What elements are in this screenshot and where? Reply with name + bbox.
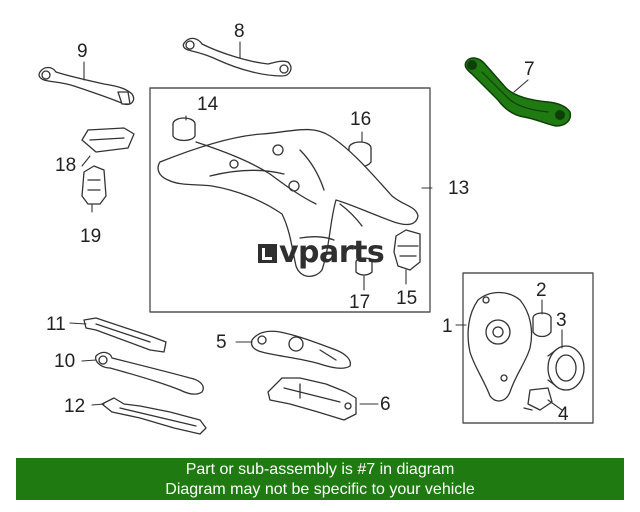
leader-lines <box>69 41 563 411</box>
part-12-cover[interactable] <box>101 397 207 435</box>
part-3-hub[interactable] <box>547 345 585 391</box>
callout-17: 17 <box>349 292 371 313</box>
callout-8: 8 <box>234 21 245 42</box>
callout-19: 19 <box>80 226 102 247</box>
part-8-upper-arm[interactable] <box>182 37 292 77</box>
knuckle-group-frame <box>462 272 594 424</box>
callout-13: 13 <box>448 178 470 199</box>
part-17-bushing[interactable] <box>355 257 373 276</box>
callout-1: 1 <box>442 316 453 337</box>
vparts-watermark: vparts <box>258 235 385 270</box>
part-1-knuckle[interactable] <box>467 291 533 402</box>
callout-6: 6 <box>380 394 391 415</box>
part-15-mount[interactable] <box>393 229 421 271</box>
part-19-mount[interactable] <box>81 165 107 205</box>
part-2-bushing[interactable] <box>532 312 552 338</box>
callout-2: 2 <box>536 280 547 301</box>
vparts-logo-icon <box>258 244 277 263</box>
callout-18: 18 <box>55 155 77 176</box>
info-banner: Part or sub-assembly is #7 in diagram Di… <box>16 458 624 500</box>
callout-12: 12 <box>64 396 86 417</box>
part-11-rail[interactable] <box>83 317 167 353</box>
callout-14: 14 <box>197 94 219 115</box>
callout-3: 3 <box>556 310 567 331</box>
callout-10: 10 <box>54 351 76 372</box>
watermark-text: vparts <box>279 235 385 270</box>
callout-9: 9 <box>77 41 88 62</box>
callout-16: 16 <box>350 109 372 130</box>
part-18-bracket[interactable] <box>81 127 135 153</box>
part-4-bracket[interactable] <box>523 387 553 411</box>
callout-4: 4 <box>558 404 569 425</box>
subframe-group-frame <box>149 87 431 313</box>
part-13-subframe[interactable] <box>157 128 419 277</box>
part-5-lower-arm[interactable] <box>250 330 352 369</box>
banner-line-2: Diagram may not be specific to your vehi… <box>165 481 475 498</box>
callout-7: 7 <box>524 59 535 80</box>
callout-5: 5 <box>216 332 227 353</box>
parts-diagram: 9 8 7 14 16 13 18 19 15 17 11 10 12 5 6 … <box>38 21 594 435</box>
callout-11: 11 <box>46 314 66 335</box>
part-6-shield[interactable] <box>267 377 357 421</box>
banner-line-1: Part or sub-assembly is #7 in diagram <box>185 461 455 478</box>
part-10-link[interactable] <box>95 351 204 395</box>
part-7-control-arm[interactable] <box>464 57 572 127</box>
callout-15: 15 <box>396 288 418 309</box>
part-9-arm[interactable] <box>38 66 135 106</box>
